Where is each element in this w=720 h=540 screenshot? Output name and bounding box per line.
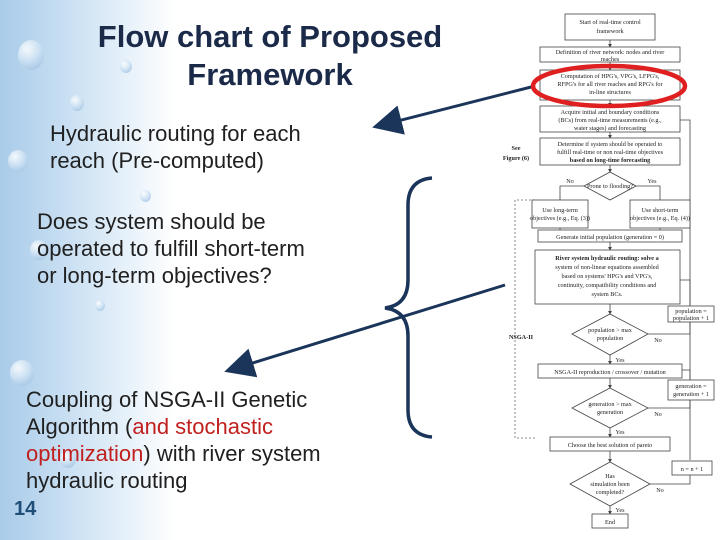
- svg-text:based on systems' HPG's and VP: based on systems' HPG's and VPG's,: [562, 273, 653, 280]
- svg-text:NSGA-II: NSGA-II: [509, 334, 534, 341]
- svg-text:Yes: Yes: [615, 357, 625, 364]
- svg-text:See: See: [512, 145, 521, 152]
- svg-text:generation: generation: [597, 409, 623, 416]
- svg-text:generation =: generation =: [675, 383, 707, 390]
- svg-text:framework: framework: [596, 28, 624, 35]
- svg-text:reaches: reaches: [601, 56, 620, 63]
- box-choose: [549, 436, 671, 452]
- svg-text:End: End: [605, 519, 616, 526]
- svg-text:Figure (6): Figure (6): [503, 155, 529, 162]
- svg-text:Start of real-time control: Start of real-time control: [579, 19, 641, 26]
- water-drop-decoration: [70, 95, 84, 111]
- svg-text:River system hydraulic routing: River system hydraulic routing: solve a: [555, 255, 658, 262]
- svg-text:system BCs.: system BCs.: [592, 291, 623, 298]
- water-drop-decoration: [95, 300, 105, 311]
- callout-arrow-hydraulic: [372, 84, 536, 135]
- callout-arrow-nsga: [224, 283, 506, 378]
- svg-text:generation > max: generation > max: [588, 401, 632, 408]
- box-generate: [537, 229, 683, 243]
- diamond-pop-check: [571, 313, 649, 356]
- svg-text:generation + 1: generation + 1: [673, 391, 709, 398]
- svg-text:Generate initial population (g: Generate initial population (generation …: [556, 234, 664, 241]
- box-definition: [539, 46, 681, 63]
- box-computation: [539, 69, 681, 101]
- svg-text:simulation been: simulation been: [590, 481, 629, 488]
- svg-text:Use short-term: Use short-term: [642, 207, 679, 214]
- water-drop-decoration: [140, 190, 151, 202]
- svg-text:No: No: [566, 178, 574, 185]
- svg-text:population: population: [597, 335, 623, 342]
- svg-text:RFPG's for all river reaches a: RFPG's for all river reaches and RPG's f…: [557, 81, 662, 88]
- bullet-hydraulic-routing: Hydraulic routing for each reach (Pre-co…: [50, 121, 301, 173]
- svg-text:Definition of river network: n: Definition of river network: nodes and r…: [556, 49, 665, 56]
- water-drop-decoration: [10, 360, 34, 386]
- box-end: [591, 513, 629, 529]
- diamond-gen-check: [571, 387, 649, 429]
- svg-text:Use long-term: Use long-term: [542, 207, 578, 214]
- box-generation-inc: [667, 379, 715, 401]
- box-short-term: [629, 199, 691, 229]
- box-population-inc: [667, 305, 715, 323]
- box-start: [564, 13, 656, 41]
- svg-text:Acquire initial and boundary c: Acquire initial and boundary conditions: [561, 109, 660, 116]
- highlight-ellipse: [530, 63, 688, 109]
- svg-text:objectives (e.g., Eq. (3)): objectives (e.g., Eq. (3)): [530, 215, 590, 222]
- svg-text:Determine if system should be: Determine if system should be operated t…: [558, 141, 663, 148]
- nsga-region-bracket: [514, 199, 535, 439]
- svg-text:based on long-time forecasting: based on long-time forecasting: [570, 157, 651, 164]
- box-n-inc: [671, 460, 713, 476]
- water-drop-decoration: [8, 150, 28, 172]
- svg-text:No: No: [654, 337, 662, 344]
- svg-text:No: No: [656, 487, 664, 494]
- svg-text:Choose the best solution of pa: Choose the best solution of pareto: [568, 442, 652, 449]
- svg-text:Prone to flooding?: Prone to flooding?: [587, 183, 633, 190]
- svg-text:Computation of HPG's, VPG's, L: Computation of HPG's, VPG's, LFPG's,: [561, 73, 660, 80]
- slide-number: 14: [14, 498, 37, 520]
- svg-text:Yes: Yes: [615, 429, 625, 436]
- diamond-has-sim: [569, 461, 651, 507]
- water-drop-decoration: [30, 240, 48, 260]
- water-drop-decoration: [120, 60, 132, 73]
- bullet-nsga-coupling: Coupling of NSGA-II Genetic Algorithm (a…: [26, 387, 321, 493]
- svg-text:in-line structures: in-line structures: [589, 89, 631, 96]
- svg-text:population + 1: population + 1: [673, 315, 709, 322]
- box-nsga-ops: [537, 363, 683, 379]
- bullet-system-objectives: Does system should be operated to fulfil…: [37, 209, 305, 288]
- svg-text:completed?: completed?: [596, 489, 625, 496]
- svg-text:population =: population =: [675, 308, 707, 315]
- svg-text:n = n + 1: n = n + 1: [681, 466, 703, 473]
- svg-text:fulfill real-time or non real-: fulfill real-time or non real-time objec…: [557, 149, 664, 156]
- svg-text:population > max: population > max: [588, 327, 633, 334]
- svg-text:Has: Has: [605, 473, 615, 480]
- svg-text:system of non-linear equations: system of non-linear equations assembled: [555, 264, 659, 271]
- background-water-panel: [0, 0, 175, 540]
- box-river-hydraulic: [534, 249, 681, 305]
- water-drop-decoration: [18, 40, 44, 70]
- box-acquire: [539, 105, 681, 133]
- slide-title: Flow chart of Proposed Framework: [97, 19, 443, 92]
- box-long-term: [531, 199, 589, 229]
- svg-text:No: No: [654, 411, 662, 418]
- svg-text:NSGA-II reproduction / crossov: NSGA-II reproduction / crossover / mutat…: [554, 369, 666, 376]
- svg-text:water stages) and forecasting: water stages) and forecasting: [574, 125, 646, 132]
- curly-brace: [384, 176, 433, 439]
- svg-text:Yes: Yes: [615, 507, 625, 514]
- diamond-prone: [583, 171, 637, 201]
- box-determine: [539, 137, 681, 166]
- svg-text:Yes: Yes: [647, 178, 657, 185]
- water-drop-decoration: [60, 450, 76, 468]
- svg-text:(BCs) from real-time measureme: (BCs) from real-time measurements (e.g.,: [558, 117, 662, 124]
- svg-text:continuity, compatibility cond: continuity, compatibility conditions and: [558, 282, 657, 289]
- svg-text:objectives (e.g., Eq. (4)): objectives (e.g., Eq. (4)): [630, 215, 690, 222]
